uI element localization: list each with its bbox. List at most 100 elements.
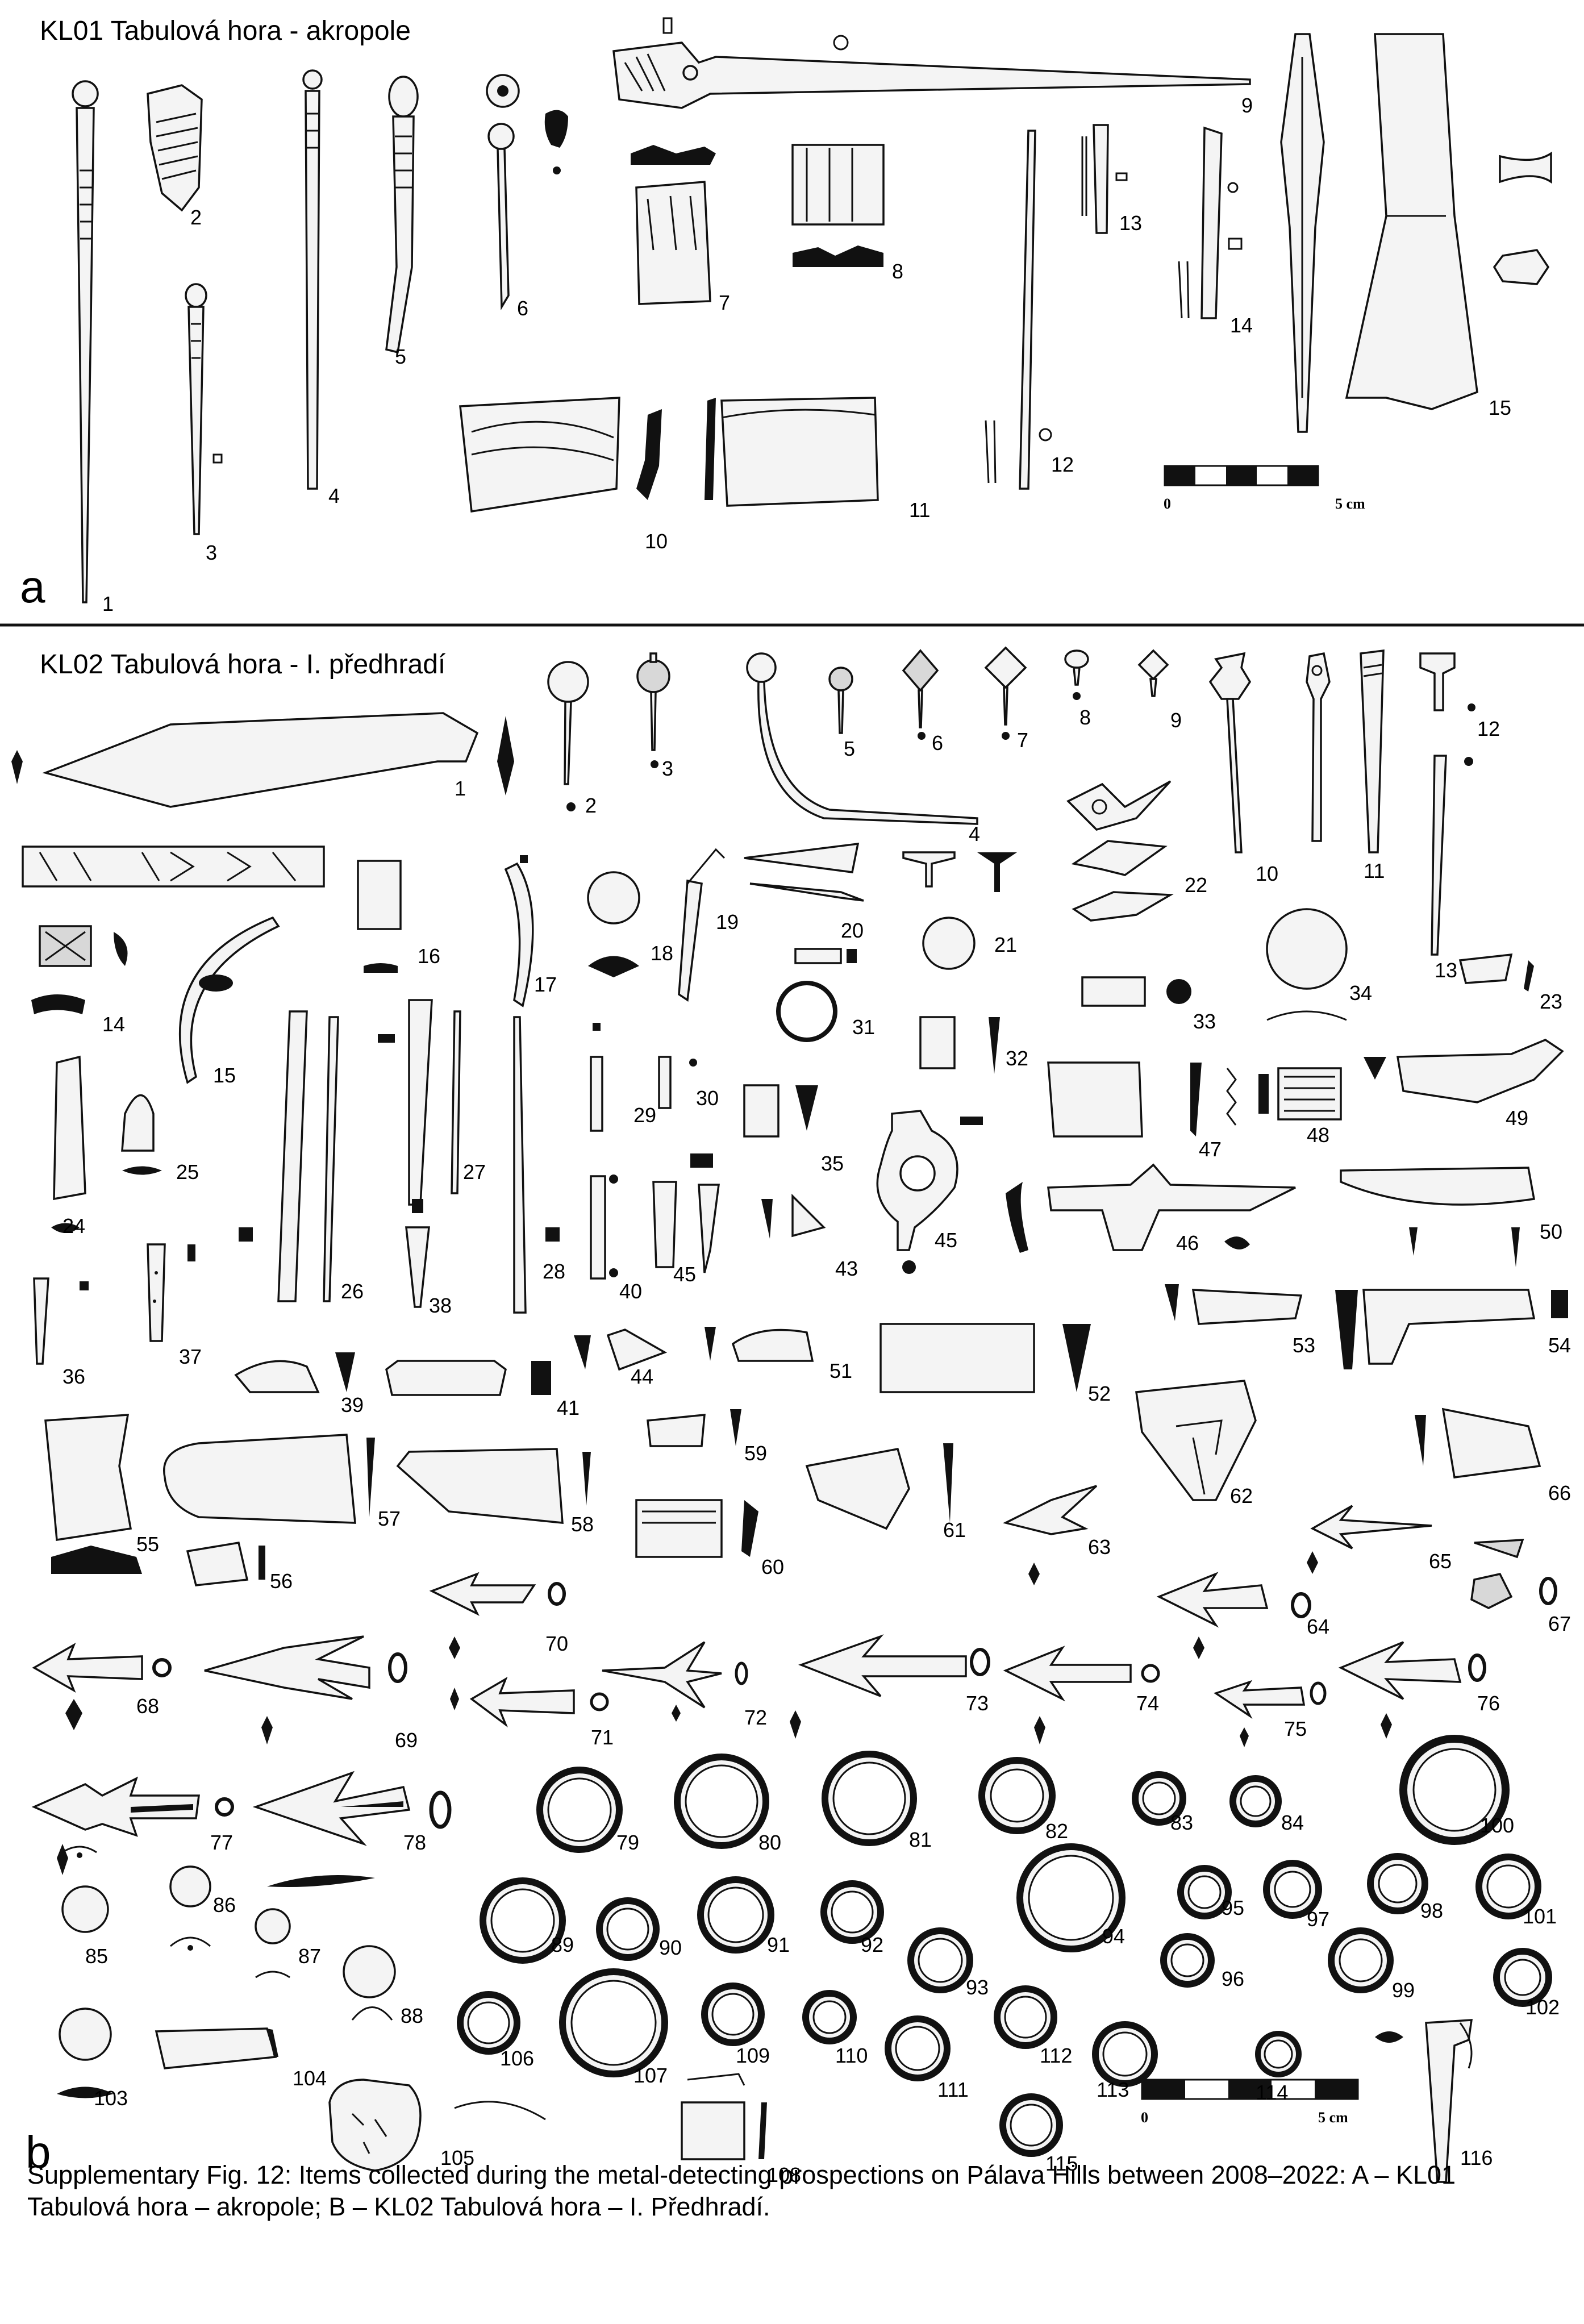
artifact-b25 <box>121 1094 162 1175</box>
artifact-b73 <box>790 1634 990 1739</box>
artifact-b9 <box>1137 649 1169 697</box>
svg-text:82: 82 <box>1045 1819 1068 1843</box>
artifact-b75 <box>1214 1680 1327 1747</box>
artifact-b85 <box>61 1846 109 1933</box>
svg-text:43: 43 <box>835 1257 858 1280</box>
svg-text:81: 81 <box>909 1828 932 1851</box>
svg-text:35: 35 <box>821 1152 844 1175</box>
svg-text:99: 99 <box>1392 1979 1415 2002</box>
artifact-b87 <box>255 1908 291 1979</box>
svg-text:60: 60 <box>761 1555 784 1579</box>
svg-text:53: 53 <box>1293 1334 1315 1357</box>
svg-text:105: 105 <box>440 2146 474 2169</box>
svg-text:98: 98 <box>1420 1899 1443 1922</box>
panel-a-title: KL01 Tabulová hora - akropole <box>40 16 411 46</box>
svg-text:31: 31 <box>852 1015 875 1039</box>
artifact-b15 <box>178 916 280 1084</box>
artifact-b66 <box>1415 1407 1541 1478</box>
artifact-b31 <box>776 948 857 1042</box>
svg-text:27: 27 <box>463 1160 486 1184</box>
artifact-b24 <box>51 1055 86 1233</box>
svg-text:44: 44 <box>631 1365 653 1388</box>
artifact-b103 <box>57 2008 114 2098</box>
svg-text:86: 86 <box>213 1893 236 1917</box>
svg-text:18: 18 <box>651 942 673 965</box>
svg-text:23: 23 <box>1540 990 1562 1013</box>
svg-text:85: 85 <box>85 1944 108 1968</box>
svg-text:30: 30 <box>696 1086 719 1110</box>
artifact-b74 <box>1003 1646 1160 1744</box>
artifact-b11b <box>1360 649 1385 853</box>
svg-text:5: 5 <box>844 737 855 760</box>
scale-bar-a: 0 5 cm <box>1164 465 1365 512</box>
svg-text:65: 65 <box>1429 1550 1452 1573</box>
svg-text:104: 104 <box>293 2067 327 2090</box>
svg-text:95: 95 <box>1222 1896 1244 1919</box>
svg-text:1: 1 <box>102 592 114 615</box>
artifact-b8 <box>1064 649 1089 700</box>
artifact-b45 <box>876 1110 983 1274</box>
svg-text:57: 57 <box>378 1507 401 1530</box>
svg-text:4: 4 <box>328 484 340 507</box>
artifact-b6 <box>902 649 939 740</box>
svg-text:5: 5 <box>395 345 406 368</box>
svg-text:38: 38 <box>429 1294 452 1317</box>
artifact-b5 <box>828 667 853 734</box>
artifact-b1 <box>42 712 479 808</box>
artifact-b49 <box>1364 1039 1564 1103</box>
svg-text:75: 75 <box>1284 1717 1307 1740</box>
svg-text:71: 71 <box>591 1726 614 1749</box>
artifact-b22 <box>1066 780 1174 922</box>
svg-text:39: 39 <box>341 1393 364 1417</box>
svg-text:37: 37 <box>179 1345 202 1368</box>
artifact-b46 <box>1006 1163 1296 1253</box>
svg-text:115: 115 <box>1045 2152 1078 2175</box>
artifact-b88 <box>343 1945 396 2021</box>
artifact-b34 <box>1266 908 1348 1021</box>
artifact-b56 <box>186 1542 265 1586</box>
svg-text:84: 84 <box>1281 1811 1304 1834</box>
svg-text:114: 114 <box>1256 2081 1288 2104</box>
artifact-a5 <box>385 76 419 354</box>
svg-text:97: 97 <box>1307 1907 1329 1931</box>
artifact-b60 <box>635 1499 758 1558</box>
svg-text:112: 112 <box>1040 2044 1072 2067</box>
svg-text:49: 49 <box>1506 1106 1528 1130</box>
artifact-b47 <box>1047 1061 1237 1138</box>
svg-text:11: 11 <box>1364 859 1385 882</box>
svg-text:24: 24 <box>62 1214 85 1238</box>
artifact-b44 <box>574 1328 668 1371</box>
artifact-b86 <box>169 1865 211 1951</box>
artifact-b68 <box>32 1642 172 1730</box>
artifact-b13 <box>1431 755 1473 956</box>
svg-text:45: 45 <box>673 1263 696 1286</box>
svg-text:26: 26 <box>341 1280 364 1303</box>
artifact-b40 <box>590 1175 618 1280</box>
artifact-b39 <box>234 1352 355 1393</box>
svg-text:116: 116 <box>1460 2146 1493 2169</box>
svg-text:56: 56 <box>270 1569 293 1593</box>
artifact-b4 <box>746 652 978 825</box>
artifact-b41 <box>385 1360 551 1396</box>
panel-a: KL01 Tabulová hora - akropole <box>20 16 1552 615</box>
svg-text:11: 11 <box>909 498 930 522</box>
artifact-b2 <box>547 661 589 811</box>
svg-text:113: 113 <box>1097 2078 1129 2101</box>
artifact-a14 <box>1178 126 1243 319</box>
artifact-a6 <box>486 74 568 311</box>
artifact-b26 <box>239 1010 339 1302</box>
svg-text:6: 6 <box>517 297 528 320</box>
svg-text:74: 74 <box>1136 1692 1159 1715</box>
svg-text:29: 29 <box>633 1103 656 1127</box>
svg-text:89: 89 <box>551 1933 574 1956</box>
svg-text:101: 101 <box>1523 1905 1557 1928</box>
svg-text:36: 36 <box>62 1365 85 1388</box>
artifact-b67 <box>1539 1577 1557 1605</box>
svg-text:106: 106 <box>500 2047 534 2070</box>
svg-text:9: 9 <box>1170 709 1182 732</box>
artifact-b36 <box>33 1277 89 1365</box>
artifact-b10 <box>1208 652 1252 853</box>
svg-text:96: 96 <box>1222 1967 1244 1990</box>
svg-text:33: 33 <box>1193 1010 1216 1033</box>
svg-text:25: 25 <box>176 1160 199 1184</box>
